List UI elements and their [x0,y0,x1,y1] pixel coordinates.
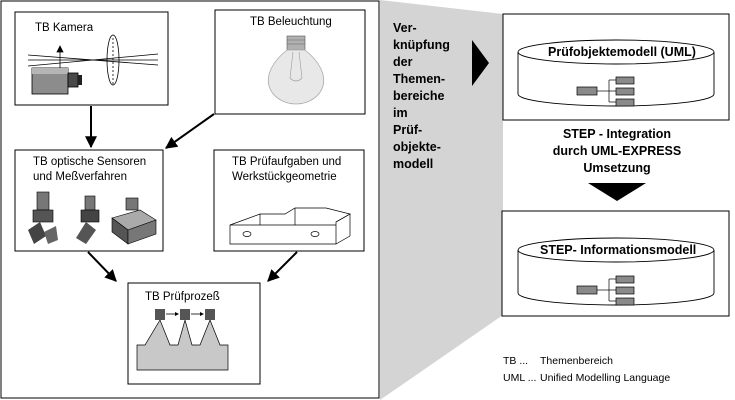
label-pruefaufgaben-1: TB Prüfaufgaben und [232,156,341,168]
tree-structure-icon [576,275,635,306]
box-kamera: TB Kamera [14,11,169,106]
middle-line-1: Ver- [393,21,417,35]
lens-diagram-icon [27,34,159,86]
light-bulb-icon [267,35,325,105]
middle-line-8: objekte- [393,140,441,154]
label-sensoren-2: und Meßverfahren [33,171,127,183]
tree-structure-icon [576,76,635,107]
integration-line-1: STEP - Integration [563,127,671,141]
down-arrow-icon [588,183,646,201]
legend-meaning-uml: Unified Modelling Language [540,372,670,384]
box-beleuchtung: TB Beleuchtung [214,9,366,115]
label-sensoren-1: TB optische Sensoren [33,156,146,168]
left-panel-frame [0,0,380,399]
linking-wedge [380,0,503,400]
label-pruefprozess: TB Prüfprozeß [145,291,220,303]
middle-line-4: Themen- [393,72,445,86]
middle-line-9: modell [393,157,433,171]
sensor-optic-icon [76,195,100,244]
integration-line-3: Umsetzung [583,161,650,175]
middle-line-6: im [393,106,408,120]
legend: TB ... Themenbereich UML ... Unified Mod… [503,355,670,384]
legend-abbr-uml: UML ... [503,372,536,384]
label-beleuchtung: TB Beleuchtung [250,16,332,28]
label-pruefaufgaben-2: Werkstückgeometrie [232,171,337,183]
arrow-pruefaufgaben-to-pruefprozess [267,251,298,282]
middle-line-2: knüpfung [393,38,450,52]
sensor-box-icon [111,197,157,245]
camera-icon [31,67,82,95]
sensor-probe-icon [28,191,58,244]
inspection-process-icon [136,309,229,371]
box-sensoren: TB optische Sensoren und Meßverfahren [14,149,164,252]
middle-line-3: der [393,55,413,69]
arrow-sensoren-to-pruefprozess [87,251,117,282]
box-pruefprozess: TB Prüfprozeß [127,282,261,385]
label-model-uml: Prüfobjektemodell (UML) [548,45,696,59]
middle-link-text: Ver- knüpfung der Themen- bereiche im Pr… [393,21,450,171]
legend-abbr-tb: TB ... [503,355,528,367]
arrow-beleuchtung-to-sensoren [165,113,215,149]
box-model-uml: Prüfobjektemodell (UML) [502,13,730,121]
label-kamera: TB Kamera [35,22,94,34]
integration-line-2: durch UML-EXPRESS [553,144,682,158]
label-model-step: STEP- Informationsmodell [540,243,696,257]
middle-line-5: bereiche [393,89,444,103]
workpiece-icon [229,207,351,245]
box-model-step: STEP- Informationsmodell [501,210,730,317]
middle-line-7: Prüf- [393,123,422,137]
right-arrow-icon [472,40,489,86]
legend-meaning-tb: Themenbereich [540,355,613,367]
box-pruefaufgaben: TB Prüfaufgaben und Werkstückgeometrie [213,149,365,252]
